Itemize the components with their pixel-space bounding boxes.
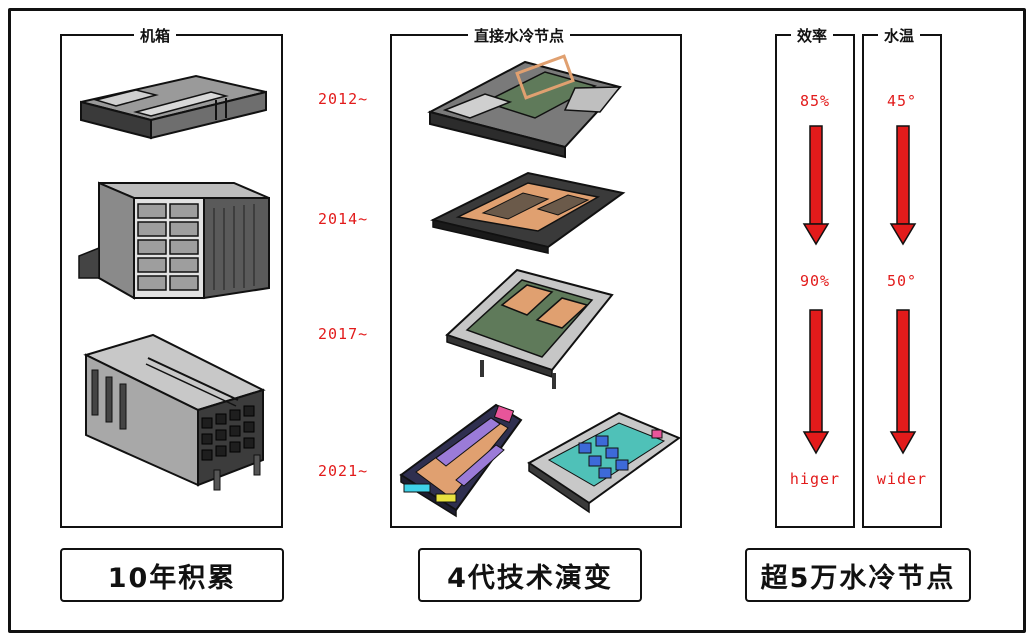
water-temp-title: 水温 bbox=[878, 25, 921, 46]
water-temp-mid-value: 50° bbox=[886, 272, 918, 290]
efficiency-start-value: 85% bbox=[799, 92, 831, 110]
outer-frame bbox=[8, 8, 1026, 633]
bottom-label-node-count: 超5万水冷节点 bbox=[745, 548, 971, 602]
chassis-storage-illustration bbox=[83, 333, 266, 491]
node-2017-illustration bbox=[445, 268, 614, 389]
efficiency-mid-value: 90% bbox=[799, 272, 831, 290]
year-label-2012: 2012~ bbox=[318, 90, 369, 108]
efficiency-arrow-down-1-icon bbox=[802, 125, 830, 246]
efficiency-end-value: higer bbox=[789, 470, 841, 488]
efficiency-arrow-down-2-icon bbox=[802, 309, 830, 455]
water-temp-start-value: 45° bbox=[886, 92, 918, 110]
bottom-label-evolution: 4代技术演变 bbox=[418, 548, 642, 602]
chassis-blade-illustration bbox=[78, 181, 270, 300]
efficiency-title: 效率 bbox=[791, 25, 834, 46]
water-temp-arrow-down-2-icon bbox=[889, 309, 917, 455]
chassis-1u-illustration bbox=[80, 74, 267, 140]
year-label-2014: 2014~ bbox=[318, 210, 369, 228]
node-2021-illustration-b bbox=[527, 411, 682, 514]
water-temp-arrow-down-1-icon bbox=[889, 125, 917, 246]
water-temp-end-value: wider bbox=[876, 470, 928, 488]
node-title: 直接水冷节点 bbox=[468, 25, 571, 46]
year-label-2021: 2021~ bbox=[318, 462, 369, 480]
bottom-label-accumulation: 10年积累 bbox=[60, 548, 284, 602]
year-label-2017: 2017~ bbox=[318, 325, 369, 343]
node-2014-illustration bbox=[430, 171, 626, 254]
node-2021-illustration-a bbox=[399, 403, 523, 518]
node-2012-illustration bbox=[427, 54, 622, 159]
chassis-title: 机箱 bbox=[134, 25, 177, 46]
